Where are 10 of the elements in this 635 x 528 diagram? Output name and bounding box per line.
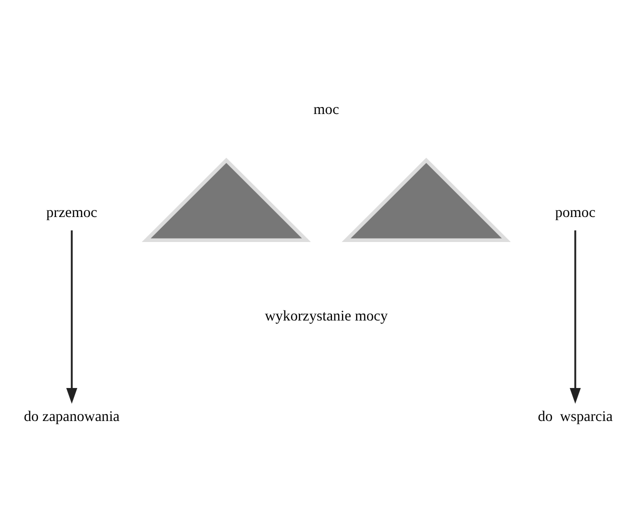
node-triangle [342, 158, 511, 242]
node-text: pomoc [555, 205, 596, 222]
node-triangle [142, 158, 311, 242]
node-text: moc [314, 102, 340, 118]
node-text: do zapanowania [24, 409, 120, 426]
arrow [570, 230, 581, 404]
node-text: przemoc [46, 205, 98, 222]
arrow [66, 230, 78, 404]
node-text: do wsparcia [538, 409, 613, 426]
label: wykorzystanie mocy [264, 308, 388, 324]
